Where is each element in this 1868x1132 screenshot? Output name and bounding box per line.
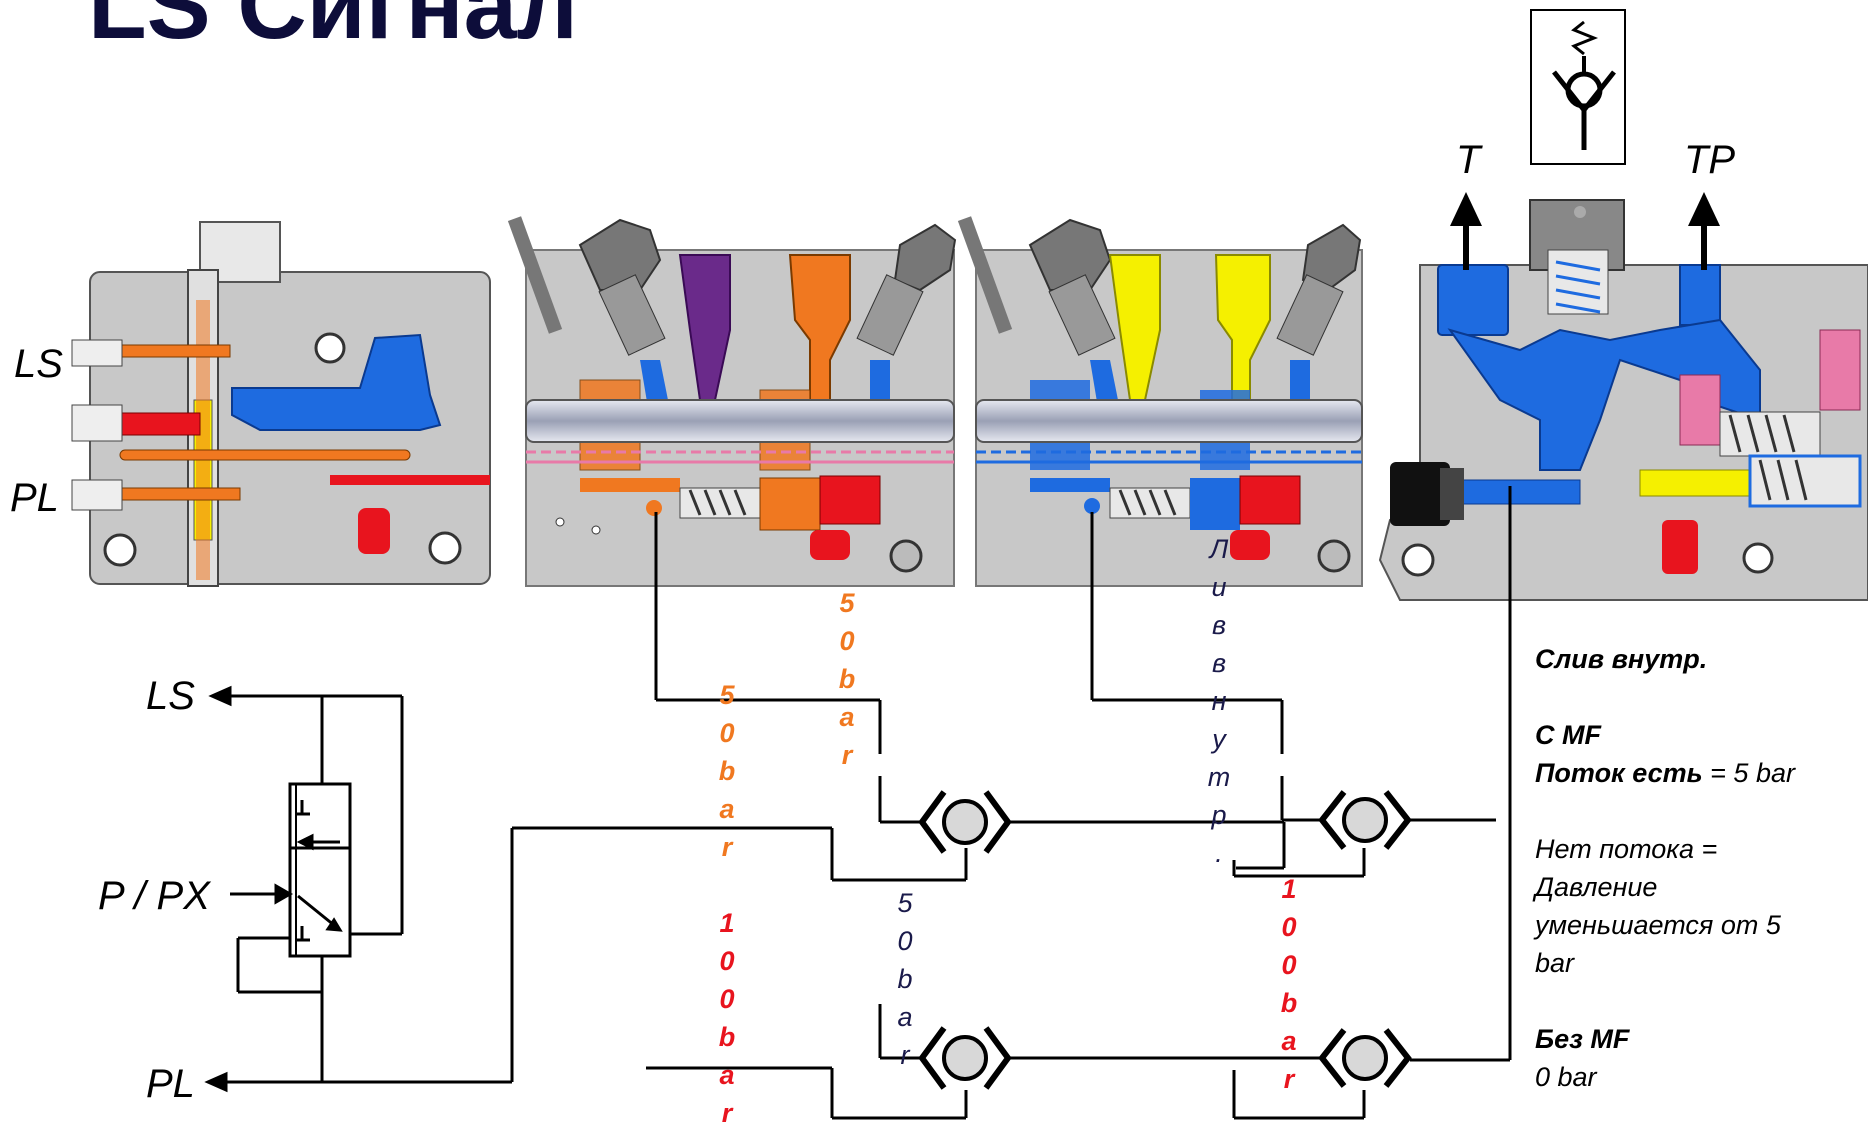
note-without-mf: Без MF [1535, 1024, 1630, 1054]
vertical-char: r [841, 740, 853, 770]
vertical-char: b [838, 664, 856, 694]
vertical-char: r [900, 1040, 910, 1070]
note-no-flow-1: Нет потока = [1535, 834, 1718, 864]
vertical-char: 5 [897, 888, 913, 918]
page-title: LS Сигнал [88, 0, 579, 59]
symbol-ls-label: LS [146, 674, 195, 718]
port-t-arrow [1450, 192, 1482, 270]
vertical-char: b [1280, 988, 1298, 1018]
section-pl-label: PL [10, 476, 59, 520]
section-end-cover [1378, 199, 1868, 601]
section-cutaway-2 [957, 216, 1363, 587]
port-tp-arrow [1688, 192, 1720, 270]
notes-panel: Слив внутр. С MF Поток есть = 5 bar Нет … [1535, 640, 1865, 1096]
vertical-char: r [721, 1098, 733, 1128]
vertical-char: т [1207, 762, 1231, 792]
vertical-char: 0 [719, 718, 735, 748]
vertical-char: и [1211, 572, 1227, 602]
vertical-char: Л [1209, 534, 1229, 564]
vertical-char: a [719, 794, 735, 824]
vertical-char: 5 [719, 680, 735, 710]
vertical-char: a [719, 1060, 735, 1090]
directional-valve-symbol [204, 685, 404, 1093]
vertical-char: 0 [1281, 912, 1297, 942]
vertical-char: a [839, 702, 855, 732]
vertical-char: b [718, 1022, 736, 1052]
vertical-char: н [1211, 686, 1227, 716]
vertical-char: b [718, 756, 736, 786]
vertical-char: р [1211, 800, 1227, 830]
signal-lines [322, 486, 1512, 1120]
vertical-char: 0 [897, 926, 913, 956]
vertical-char: у [1212, 724, 1226, 754]
note-flow-yes: Поток есть = 5 bar [1535, 758, 1795, 788]
vertical-char: 0 [839, 626, 855, 656]
note-drain-internal: Слив внутр. [1535, 644, 1708, 674]
check-valve-symbol-box [1530, 9, 1626, 165]
vertical-char: 1 [1281, 874, 1297, 904]
vertical-char: r [1283, 1064, 1295, 1094]
section-ls-label: LS [14, 342, 63, 386]
vertical-char: в [1211, 648, 1227, 678]
note-no-flow-3: уменьшается от 5 [1535, 910, 1781, 940]
shuttle-valve-1 [918, 790, 1012, 854]
note-without-mf-value: 0 bar [1535, 1062, 1597, 1092]
vertical-char: . [1215, 838, 1223, 868]
shuttle-valve-4 [1318, 1028, 1412, 1088]
note-no-flow-4: bar [1535, 948, 1575, 978]
vertical-char: b [897, 964, 913, 994]
vertical-char: в [1211, 610, 1227, 640]
section-left-cutaway [71, 221, 491, 587]
vertical-char: 0 [1281, 950, 1297, 980]
symbol-pl-label: PL [146, 1062, 195, 1106]
symbol-p-px-label: P / PX [98, 874, 210, 918]
port-t-label: T [1456, 138, 1481, 182]
vertical-char: a [897, 1002, 913, 1032]
shuttle-valve-3 [918, 1026, 1012, 1090]
vertical-char: 1 [719, 908, 735, 938]
section-cutaway-1 [507, 216, 957, 587]
shuttle-valve-2 [1318, 790, 1412, 850]
note-no-flow-2: Давление [1535, 872, 1658, 902]
vertical-char: 0 [719, 946, 735, 976]
vertical-char: a [1281, 1026, 1297, 1056]
vertical-char: 5 [839, 588, 855, 618]
port-tp-label: TP [1684, 138, 1736, 182]
vertical-char: r [721, 832, 733, 862]
vertical-char: 0 [719, 984, 735, 1014]
note-with-mf: С MF [1535, 720, 1601, 750]
